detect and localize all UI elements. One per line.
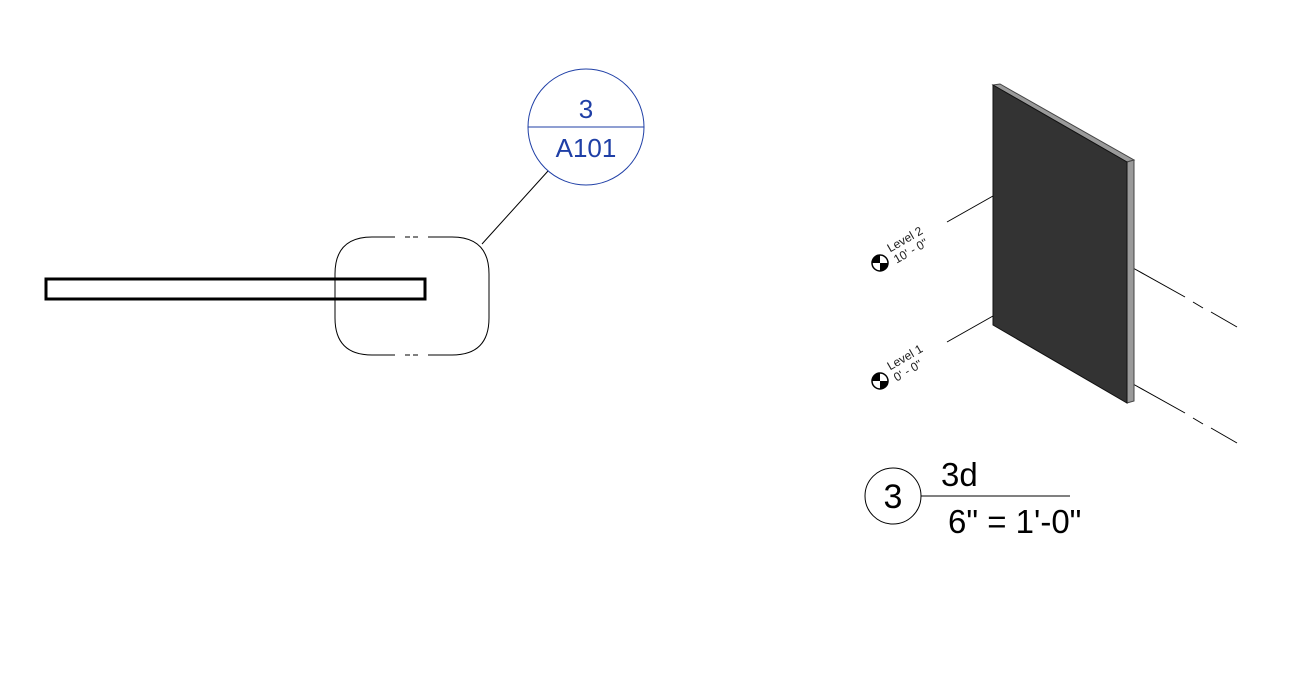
callout-leader bbox=[481, 170, 549, 245]
view-title-name: 3d bbox=[941, 456, 978, 493]
view-title-scale: 6" = 1'-0" bbox=[948, 503, 1081, 540]
callout-tag[interactable]: 3 A101 bbox=[527, 68, 645, 186]
level-lines bbox=[946, 195, 994, 343]
level-1-marker[interactable]: Level 1 0' - 0" bbox=[871, 341, 932, 390]
view-title[interactable]: 3 3d 6" = 1'-0" bbox=[864, 456, 1081, 540]
3d-wall[interactable] bbox=[991, 83, 1136, 404]
wall-side-edge bbox=[1126, 159, 1135, 404]
view-title-number: 3 bbox=[884, 478, 903, 516]
plan-view: 3 A101 bbox=[44, 68, 645, 356]
callout-sheet-number: A101 bbox=[556, 133, 617, 163]
callout-detail-number: 3 bbox=[579, 94, 593, 124]
plan-wall[interactable] bbox=[44, 277, 427, 301]
level-2-marker[interactable]: Level 2 10' - 0" bbox=[871, 223, 932, 272]
3d-view: Level 2 10' - 0" Level 1 0' - 0" 3 3d 6"… bbox=[864, 83, 1238, 540]
wall-face bbox=[992, 84, 1128, 404]
level-extension-lines bbox=[1132, 267, 1238, 444]
callout-boundary[interactable] bbox=[334, 236, 490, 356]
